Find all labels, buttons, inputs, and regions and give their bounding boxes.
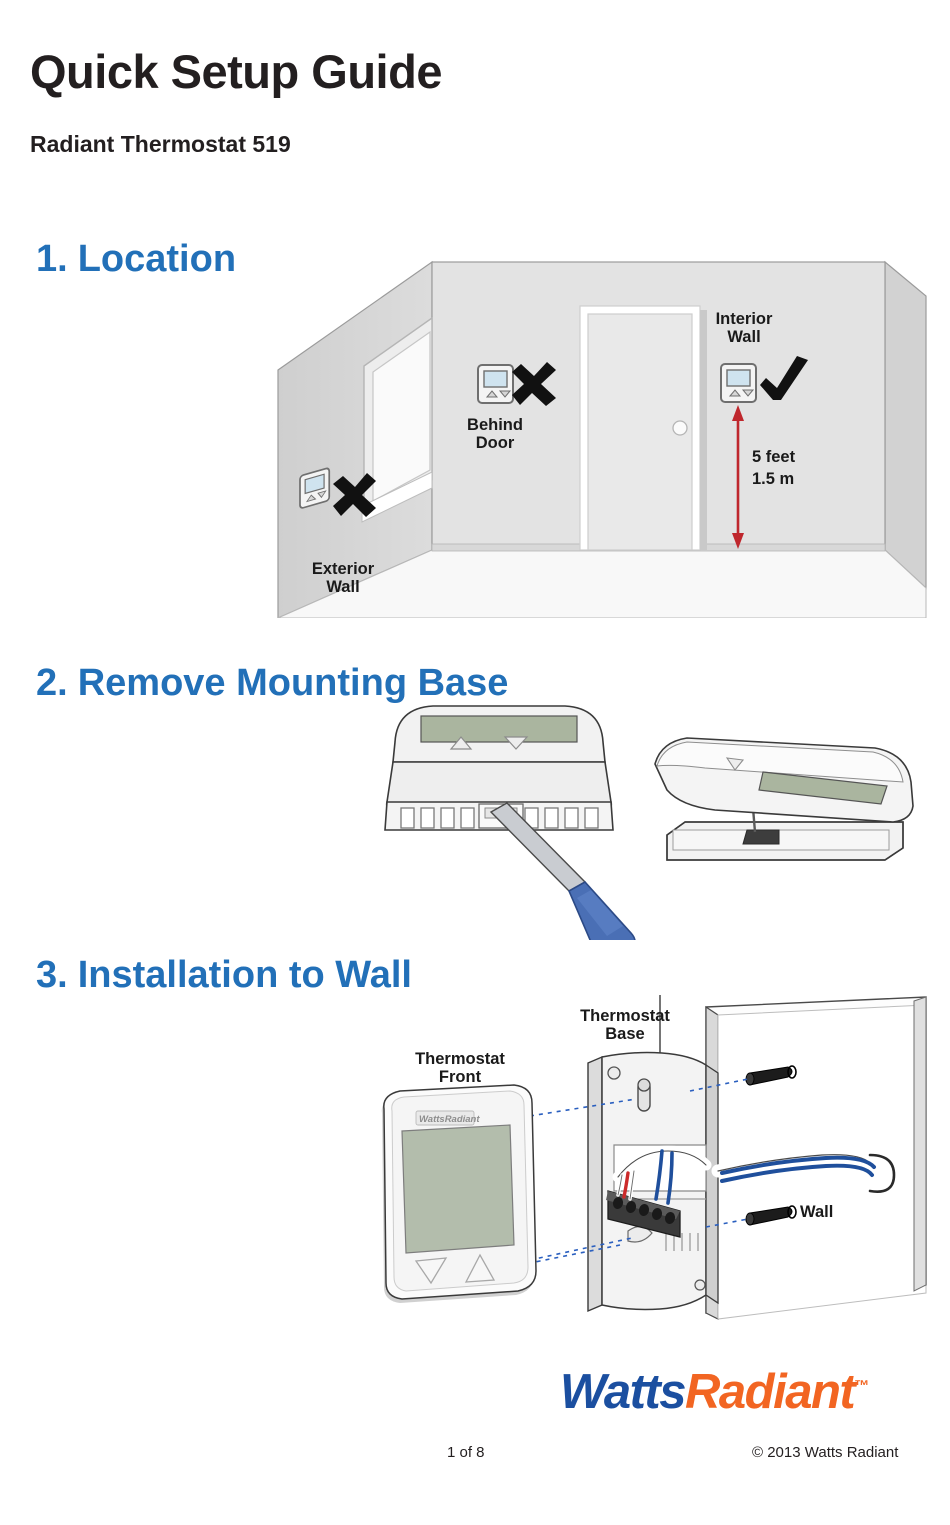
- section-heading-location: 1.Location: [36, 240, 236, 278]
- base-vent-slots: [665, 1233, 699, 1251]
- up-button-icon: [449, 736, 473, 750]
- window-glass: [372, 330, 431, 503]
- label-height-metric: 1.5 m: [752, 470, 795, 488]
- x-mark-icon-exterior-wall: [333, 473, 376, 517]
- logo-radiant-text: Radiant: [685, 1365, 856, 1419]
- thermostat-icon-interior-wall: [720, 363, 757, 403]
- base-connector: [742, 829, 780, 845]
- label-behind-door: Behind Door: [467, 416, 523, 453]
- thermostat-front-unit: WattsRadiant: [381, 1084, 537, 1303]
- footer-page-number: 1 of 8: [447, 1444, 485, 1461]
- terminal-holes: [612, 1197, 676, 1224]
- thermostat-icon-exterior-wall: [299, 467, 331, 509]
- lcd-screen: [420, 715, 578, 743]
- section-title: Installation to Wall: [77, 954, 412, 996]
- install-to-wall-illustration: WattsRadiant Thermostat Front Thermostat…: [370, 995, 940, 1335]
- section-number: 3.: [36, 954, 68, 996]
- thermostat-front-view: [384, 705, 614, 831]
- wire-bundle: [612, 1145, 896, 1205]
- logo-wordmark: WattsRadiant™: [560, 1365, 869, 1419]
- lcd-screen-tilted: [758, 771, 888, 805]
- trademark-symbol: ™: [854, 1377, 870, 1395]
- remove-base-svg: [384, 705, 914, 940]
- device-brand-text: WattsRadiant: [419, 1114, 480, 1125]
- section-heading-installation-to-wall: 3.Installation to Wall: [36, 956, 412, 994]
- door-knob-icon: [672, 420, 688, 436]
- label-exterior-wall: Exterior Wall: [311, 560, 375, 597]
- section-title: Location: [77, 238, 237, 280]
- door-panel: [587, 313, 693, 551]
- wall-anchor-upper: [745, 1065, 797, 1086]
- device-lcd-screen: [401, 1124, 515, 1254]
- label-thermostat-front: Thermostat Front: [415, 1050, 505, 1087]
- remove-base-illustration: [355, 690, 935, 940]
- section-heading-remove-mounting-base: 2.Remove Mounting Base: [36, 664, 508, 702]
- cover-button-icon: [725, 757, 745, 771]
- screwdriver-icon: [489, 802, 636, 940]
- section-title: Remove Mounting Base: [77, 662, 509, 704]
- check-mark-icon-interior-wall: [760, 356, 808, 400]
- watts-radiant-logo: WattsRadiant™: [560, 1368, 930, 1424]
- right-wall-surface: [884, 260, 927, 590]
- room-svg: [277, 260, 927, 618]
- section-number: 1.: [36, 238, 68, 280]
- down-button-icon: [414, 1257, 448, 1285]
- window-sill: [361, 471, 433, 523]
- down-button-icon: [503, 736, 529, 750]
- release-tab: [627, 1225, 653, 1243]
- thermostat-open-hinged-view: [654, 737, 914, 861]
- door-jamb-shadow: [700, 310, 707, 550]
- x-mark-icon-behind-door: [512, 362, 556, 406]
- height-dimension-arrow: [732, 405, 744, 549]
- up-button-icon: [464, 1253, 496, 1283]
- label-wall: Wall: [800, 1203, 834, 1221]
- wall-anchor-lower: [745, 1205, 797, 1226]
- footer-copyright: © 2013 Watts Radiant: [752, 1444, 899, 1461]
- vent-slots: [400, 807, 599, 829]
- thermostat-base-plate: [587, 1051, 719, 1313]
- screw-boss-bottom: [694, 1279, 706, 1291]
- logo-watts-text: Watts: [560, 1365, 687, 1419]
- section-number: 2.: [36, 662, 68, 704]
- label-interior-wall: Interior Wall: [715, 310, 773, 347]
- label-thermostat-base: Thermostat Base: [580, 1007, 670, 1044]
- screw-boss-top: [607, 1066, 621, 1080]
- thermostat-icon-behind-door: [477, 364, 514, 404]
- page-subtitle: Radiant Thermostat 519: [30, 131, 291, 157]
- page-title: Quick Setup Guide: [30, 45, 442, 98]
- room-illustration: Exterior Wall Behind Door Interior Wall …: [272, 248, 932, 618]
- floor-surface: [277, 549, 927, 618]
- install-svg: WattsRadiant: [381, 995, 927, 1320]
- device-brand-plate: WattsRadiant: [415, 1110, 480, 1126]
- label-height-imperial: 5 feet: [752, 448, 796, 466]
